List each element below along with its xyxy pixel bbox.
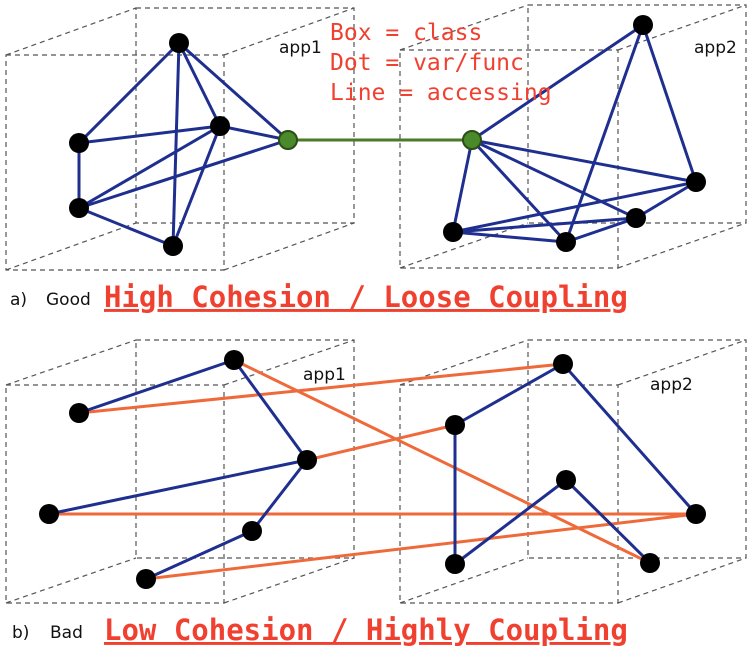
nodes-app2-good bbox=[443, 15, 706, 252]
app1-label-bad: app1 bbox=[303, 365, 346, 385]
node bbox=[69, 403, 89, 423]
node bbox=[626, 208, 646, 228]
node bbox=[136, 569, 156, 589]
node bbox=[69, 198, 89, 218]
panel-a-tag: Good bbox=[46, 290, 91, 310]
node bbox=[686, 504, 706, 524]
node bbox=[210, 116, 230, 136]
panel-b-prefix: b) bbox=[12, 623, 29, 643]
coupling-links-bad bbox=[47, 358, 698, 581]
node bbox=[443, 222, 463, 242]
node bbox=[39, 504, 59, 524]
legend-dot-line: Dot = var/func bbox=[330, 50, 524, 76]
panel-b-tag: Bad bbox=[50, 623, 83, 643]
legend-line-line: Line = accessing bbox=[330, 80, 552, 106]
node bbox=[445, 554, 465, 574]
interface-node-app1 bbox=[278, 130, 298, 150]
node bbox=[445, 415, 465, 435]
legend: Box = class Dot = var/func Line = access… bbox=[330, 20, 552, 106]
internal-links-bad bbox=[47, 358, 698, 581]
internal-links-app2-good bbox=[451, 23, 698, 244]
nodes-app1-good bbox=[69, 33, 230, 256]
node bbox=[224, 350, 244, 370]
panel-b-heading: Low Cohesion / Highly Coupling bbox=[104, 613, 628, 647]
node bbox=[69, 133, 89, 153]
nodes-bad bbox=[39, 350, 706, 589]
legend-box-line: Box = class bbox=[330, 20, 482, 46]
internal-links-app1-good bbox=[77, 41, 290, 248]
node bbox=[556, 470, 576, 490]
panel-a: app1 app2 Box = class Dot = var/func Lin… bbox=[5, 4, 747, 314]
node bbox=[640, 553, 660, 573]
node bbox=[169, 33, 189, 53]
node bbox=[242, 521, 262, 541]
panel-b: app1 app2 b) Bad Low Cohesion / Highly C… bbox=[5, 339, 747, 647]
panel-a-heading: High Cohesion / Loose Coupling bbox=[104, 280, 628, 314]
app1-box-good bbox=[5, 7, 355, 271]
node bbox=[686, 172, 706, 192]
node bbox=[297, 450, 317, 470]
app1-label-good: app1 bbox=[279, 38, 322, 58]
app2-label-bad: app2 bbox=[650, 375, 693, 395]
app2-label-good: app2 bbox=[694, 38, 737, 58]
node bbox=[553, 354, 573, 374]
node bbox=[163, 236, 183, 256]
panel-a-prefix: a) bbox=[10, 290, 27, 310]
interface-node-app2 bbox=[462, 130, 482, 150]
node bbox=[556, 232, 576, 252]
node bbox=[633, 15, 653, 35]
